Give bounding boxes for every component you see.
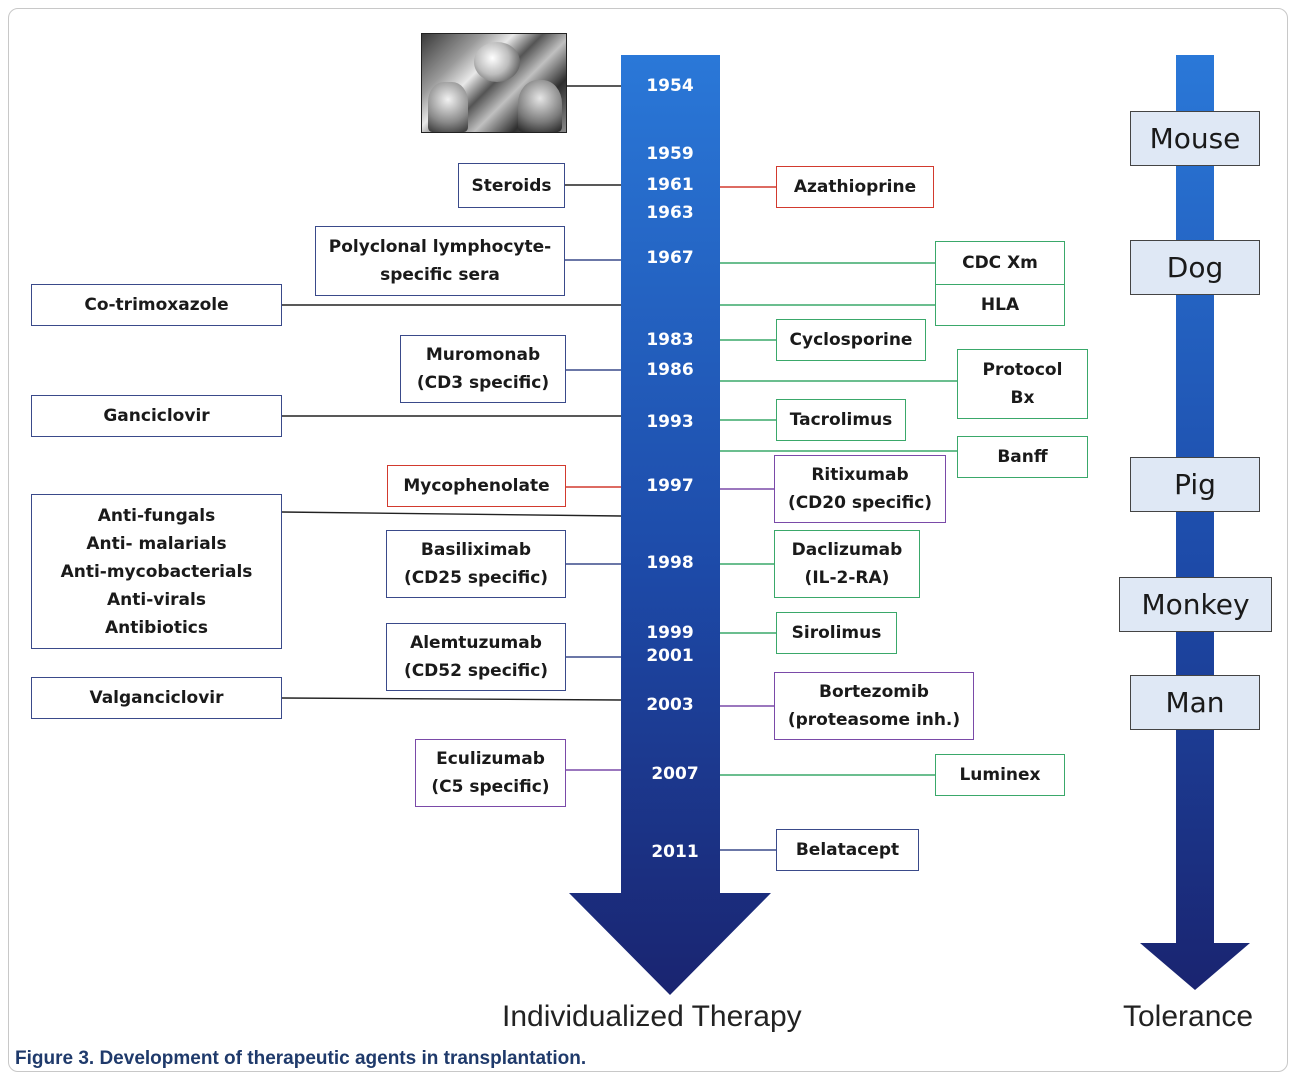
species-box-pig: Pig — [1130, 457, 1260, 512]
connector-line — [281, 511, 622, 517]
agent-box-azathioprine: Azathioprine — [776, 166, 934, 208]
year-label: 1999 — [646, 623, 694, 643]
connector-line — [281, 697, 622, 701]
agent-box-sirolimus: Sirolimus — [776, 612, 897, 654]
agent-box-cyclosporine: Cyclosporine — [776, 319, 926, 361]
tolerance-arrow — [1140, 55, 1250, 990]
agent-box-daclizumab: Daclizumab (IL-2-RA) — [774, 530, 920, 598]
agent-box-eculizumab: Eculizumab (C5 specific) — [415, 739, 566, 807]
monitor-box-protocol-bx: Protocol Bx — [957, 349, 1088, 419]
agent-box-muromonab: Muromonab (CD3 specific) — [400, 335, 566, 403]
agent-box-alemtuzumab: Alemtuzumab (CD52 specific) — [386, 623, 566, 691]
agent-box-co-trimoxazole: Co-trimoxazole — [31, 284, 282, 326]
year-label: 1963 — [646, 203, 694, 223]
year-label: 2011 — [651, 842, 699, 862]
species-box-dog: Dog — [1130, 240, 1260, 295]
monitor-box-cdc-xm: CDC Xm — [935, 241, 1065, 285]
year-label: 1961 — [646, 175, 694, 195]
agent-box-steroids: Steroids — [458, 163, 565, 208]
year-label: 2001 — [646, 646, 694, 666]
species-box-man: Man — [1130, 675, 1260, 730]
agent-box-basiliximab: Basiliximab (CD25 specific) — [386, 530, 566, 598]
year-label: 1986 — [646, 360, 694, 380]
figure-caption: Figure 3. Development of therapeutic age… — [15, 1048, 587, 1069]
monitor-box-hla: HLA — [935, 284, 1065, 326]
tolerance-axis-label: Tolerance — [1123, 1000, 1254, 1033]
surgeon-figure-shape — [518, 80, 562, 132]
agent-box-mycophenolate: Mycophenolate — [387, 465, 566, 507]
year-label: 1998 — [646, 553, 694, 573]
year-label: 1959 — [646, 144, 694, 164]
agent-box-tacrolimus: Tacrolimus — [776, 399, 906, 441]
timeline-arrow — [569, 55, 771, 995]
agent-box-valganciclovir: Valganciclovir — [31, 677, 282, 719]
surgical-lamp-shape — [474, 42, 520, 82]
agent-box-ganciclovir: Ganciclovir — [31, 395, 282, 437]
year-label: 2007 — [651, 764, 699, 784]
species-box-mouse: Mouse — [1130, 111, 1260, 166]
year-label: 1967 — [646, 248, 694, 268]
species-box-monkey: Monkey — [1119, 577, 1272, 632]
timeline-axis-label: Individualized Therapy — [502, 1000, 802, 1033]
monitor-box-banff: Banff — [957, 436, 1088, 478]
agent-box-ritixumab: Ritixumab (CD20 specific) — [774, 455, 946, 523]
monitor-box-luminex: Luminex — [935, 754, 1065, 796]
historical-surgery-photo — [421, 33, 567, 133]
year-label: 2003 — [646, 695, 694, 715]
year-label: 1997 — [646, 476, 694, 496]
year-label: 1983 — [646, 330, 694, 350]
agent-box-polyclonal-sera: Polyclonal lymphocyte- specific sera — [315, 226, 565, 296]
agent-box-anti-infectives: Anti-fungals Anti- malarials Anti-mycoba… — [31, 494, 282, 649]
year-label: 1954 — [646, 76, 694, 96]
year-label: 1993 — [646, 412, 694, 432]
agent-box-belatacept: Belatacept — [776, 829, 919, 871]
surgeon-figure-shape — [428, 82, 468, 132]
agent-box-bortezomib: Bortezomib (proteasome inh.) — [774, 672, 974, 740]
